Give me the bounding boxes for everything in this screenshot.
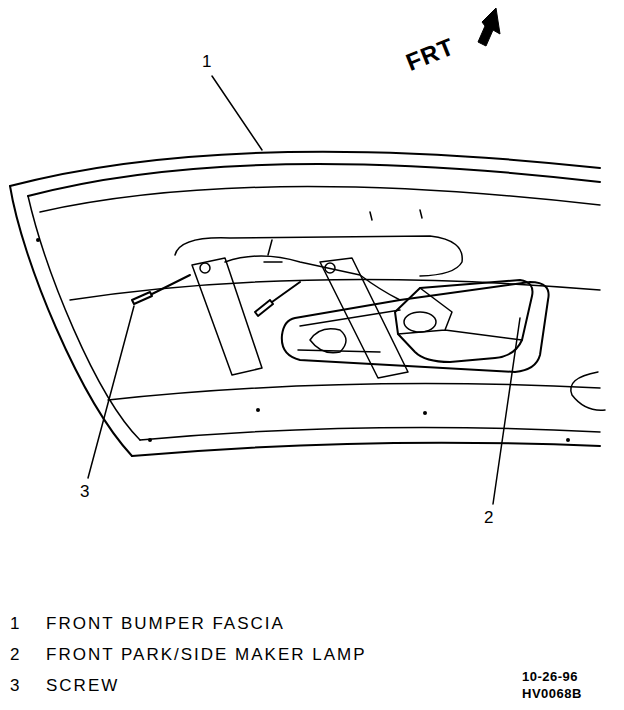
legend-number: 2 bbox=[10, 645, 21, 665]
fascia-lower-rib bbox=[108, 384, 600, 400]
mount-plate bbox=[320, 258, 408, 378]
leader-line bbox=[88, 306, 134, 478]
date-code: 10-26-96 bbox=[522, 669, 578, 684]
fascia-left-inner bbox=[28, 196, 140, 440]
fascia-bottom-edge bbox=[132, 443, 600, 456]
leader-line bbox=[212, 76, 262, 150]
front-indicator: FRT bbox=[402, 33, 458, 76]
fascia-top-rib bbox=[28, 164, 600, 196]
legend-number: 1 bbox=[10, 614, 21, 634]
lamp-socket bbox=[404, 312, 436, 332]
fascia-rib bbox=[40, 187, 600, 212]
lamp-body bbox=[395, 280, 533, 362]
fascia-opening bbox=[571, 372, 605, 410]
mount-hole bbox=[200, 263, 210, 273]
fascia-recess bbox=[175, 236, 462, 276]
fascia-left-end bbox=[10, 186, 132, 456]
mount-plate bbox=[192, 258, 262, 375]
lamp-lens-edges bbox=[398, 288, 522, 340]
lamp-opening bbox=[282, 282, 549, 372]
screw-symbol bbox=[132, 275, 190, 304]
part-name: FRONT BUMPER FASCIA bbox=[46, 614, 285, 634]
callout-number: 2 bbox=[484, 508, 495, 528]
screw-symbol bbox=[255, 282, 300, 316]
part-name: FRONT PARK/SIDE MAKER LAMP bbox=[46, 645, 367, 665]
lamp-opening-inner bbox=[298, 310, 400, 352]
fascia-clips bbox=[370, 210, 422, 220]
legend-number: 3 bbox=[10, 676, 21, 696]
fascia-bottom-rib bbox=[140, 428, 600, 441]
harness-wire bbox=[225, 256, 400, 300]
fascia-marks bbox=[36, 238, 570, 442]
part-name: SCREW bbox=[46, 676, 119, 696]
callout-number: 3 bbox=[80, 482, 91, 502]
callout-number: 1 bbox=[202, 52, 213, 72]
front-arrow bbox=[478, 8, 500, 46]
lamp-bulb bbox=[310, 329, 346, 353]
harness-clip bbox=[264, 240, 282, 262]
figure-code: HV0068B bbox=[522, 686, 582, 701]
leader-line bbox=[493, 318, 520, 504]
